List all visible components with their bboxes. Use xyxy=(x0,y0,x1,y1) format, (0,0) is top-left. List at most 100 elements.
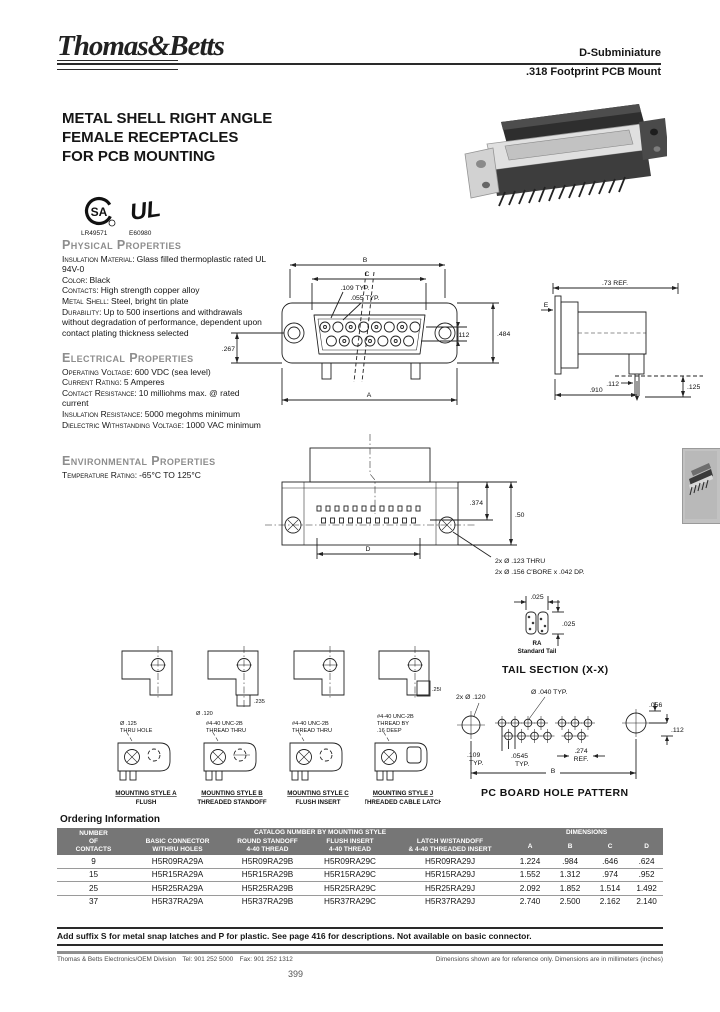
table-row: 15 H5R15RA29A H5R15RA29B H5R15RA29C H5R1… xyxy=(57,868,664,882)
pc-board-hole-pattern-drawing: 2x Ø .120 Ø .040 TYP. .056 .112 .0545 TY… xyxy=(456,689,684,799)
ordering-information-title: Ordering Information xyxy=(60,814,160,825)
cell-latch: H5R25RA29J xyxy=(390,881,511,896)
cell-contacts: 37 xyxy=(88,897,99,907)
style-b-dim-1: .235 xyxy=(254,699,265,705)
header-cell-c: C xyxy=(590,837,631,855)
style-b-art xyxy=(203,646,259,781)
environmental-properties-heading: Environmental Properties xyxy=(62,454,216,468)
cell-dim-b: 2.500 xyxy=(559,897,581,907)
property-label: Temperature Rating: xyxy=(62,469,138,480)
cell-dim-d: .624 xyxy=(630,855,664,869)
header-cell-catalog-group: CATALOG NUMBER BY MOUNTING STYLE xyxy=(130,828,511,837)
cell-flush: H5R15RA29C xyxy=(310,868,390,882)
table-group-header-row: NUMBER OF CONTACTS CATALOG NUMBER BY MOU… xyxy=(57,828,664,855)
logo-underline-bottom xyxy=(57,68,178,70)
header-line: ROUND STANDOFF xyxy=(237,838,298,845)
cell-flush: H5R25RA29C xyxy=(310,881,390,896)
product-photo xyxy=(464,104,667,207)
property-value: Glass filled thermoplastic rated UL 94V-… xyxy=(62,253,266,275)
tail-dim-width: .025 xyxy=(530,594,543,601)
hp-typ-a: TYP. xyxy=(515,761,529,768)
note-bottom-rule xyxy=(57,944,663,946)
dim-label-c: C xyxy=(365,271,370,278)
style-j-annotation-2: THREAD BY xyxy=(377,721,409,727)
dim-label-055: .055 TYP. xyxy=(350,295,379,302)
property-label: Operating Voltage: xyxy=(62,366,133,377)
hole-pattern-art xyxy=(457,696,650,743)
style-a-caption: MOUNTING STYLE A xyxy=(115,790,177,797)
ordering-table: NUMBER OF CONTACTS CATALOG NUMBER BY MOU… xyxy=(57,828,664,908)
property-label: Insulation Material: xyxy=(62,253,135,264)
cell-latch: H5R37RA29J xyxy=(424,897,476,907)
dim-label-484: .484 xyxy=(497,331,510,338)
cell-basic: H5R09RA29A xyxy=(130,855,225,869)
front-view-dimensions xyxy=(231,263,499,405)
cell-dim-a: 2.092 xyxy=(510,881,551,896)
style-a-subcaption: FLUSH xyxy=(136,799,157,806)
property-label: Color: xyxy=(62,274,88,285)
cell-round: H5R25RA29B xyxy=(225,881,310,896)
property-value: 10 milliohms max. @ rated current xyxy=(62,387,240,409)
hole-pattern-dimensions xyxy=(470,702,673,779)
table-row: 9 H5R09RA29A H5R09RA29B H5R09RA29C H5R09… xyxy=(57,855,664,869)
page-title-line3: FOR PCB MOUNTING xyxy=(62,148,216,165)
cell-round: H5R37RA29B xyxy=(241,897,294,907)
cell-contacts: 9 xyxy=(57,855,130,869)
style-j-art xyxy=(374,646,431,781)
dim-label-112: .112 xyxy=(457,332,470,339)
cell-dim-b: 1.852 xyxy=(550,881,591,896)
cell-dim-d: 1.492 xyxy=(630,881,664,896)
style-b-caption: MOUNTING STYLE B xyxy=(201,790,263,797)
header-line: & 4-40 THREADED INSERT xyxy=(408,846,492,853)
hp-dim-109: .109 xyxy=(467,752,480,759)
cell-basic: H5R25RA29A xyxy=(130,881,225,896)
cell-dim-d: 2.140 xyxy=(636,897,657,907)
cell-dim-a: 2.740 xyxy=(519,897,541,907)
top-view-outline xyxy=(265,434,475,546)
electrical-properties-heading: Electrical Properties xyxy=(62,351,194,365)
style-a-art xyxy=(117,646,173,781)
style-b-subcaption: THREADED STANDOFF xyxy=(197,799,267,806)
property-label: Metal Shell: xyxy=(62,295,110,306)
style-j-dim-1: .250 xyxy=(432,687,441,693)
cell-dim-a: 1.224 xyxy=(510,855,551,869)
mounting-style-b-drawing: .235 Ø .120 #4-40 UNC-2B THREAD THRU MOU… xyxy=(196,646,267,806)
hole-row-bottom xyxy=(501,729,589,743)
top-view-drawing: D .374 .50 2x Ø .123 THRU 2x Ø .156 C'BO… xyxy=(265,434,585,576)
style-c-art xyxy=(289,646,345,781)
header-cell-b: B xyxy=(550,837,591,855)
dim-label-50: .50 xyxy=(515,512,525,519)
property-line: Contacts:High strength copper alloy xyxy=(62,285,268,296)
dim-label-109: .109 TYP. xyxy=(340,285,369,292)
dim-label-267: .267 xyxy=(222,346,235,353)
style-a-annotation-2: THRU HOLE xyxy=(120,728,153,734)
footer-company-line: Thomas & Betts Electronics/OEM Division … xyxy=(57,956,293,963)
thomas-betts-logo: Thomas&Betts xyxy=(57,30,225,62)
cell-basic: H5R15RA29A xyxy=(130,868,225,882)
side-view-drawing: .73 REF. E .112 .910 .125 xyxy=(541,280,703,401)
hp-typ-b: TYP. xyxy=(469,760,483,767)
cell-dim-d: .952 xyxy=(630,868,664,882)
header-rule xyxy=(57,62,661,65)
style-j-annotation-3: .16 DEEP xyxy=(377,728,402,734)
tail-label-standard: Standard Tail xyxy=(518,648,557,655)
style-a-annotation-1: Ø .125 xyxy=(120,721,137,727)
hp-ref: REF. xyxy=(574,756,589,763)
property-label: Durability: xyxy=(62,306,102,317)
style-c-subcaption: FLUSH INSERT xyxy=(295,799,340,806)
property-value: Steel, bright tin plate xyxy=(111,295,189,306)
front-view-drawing: B C .109 TYP. .055 TYP. .112 .484 .267 A xyxy=(222,257,510,405)
section-edge-tab[interactable] xyxy=(682,448,720,524)
style-c-annotation-2: THREAD THRU xyxy=(292,728,332,734)
property-label: Insulation Resistance: xyxy=(62,408,143,419)
tail-section-caption: TAIL SECTION (X-X) xyxy=(502,664,609,676)
property-label: Dielectric Withstanding Voltage: xyxy=(62,419,184,430)
header-line: W/THRU HOLES xyxy=(152,846,203,853)
dim-label-374: .374 xyxy=(470,500,483,507)
header-cell-contacts: NUMBER OF CONTACTS xyxy=(57,828,130,855)
header-line: 4-40 THREAD xyxy=(329,846,371,853)
top-view-dimensions xyxy=(316,481,517,559)
environmental-properties-section: Environmental Properties Temperature Rat… xyxy=(62,454,268,480)
table-column-header-row: BASIC CONNECTOR W/THRU HOLES ROUND STAND… xyxy=(57,837,664,855)
footer-rule xyxy=(57,951,663,954)
